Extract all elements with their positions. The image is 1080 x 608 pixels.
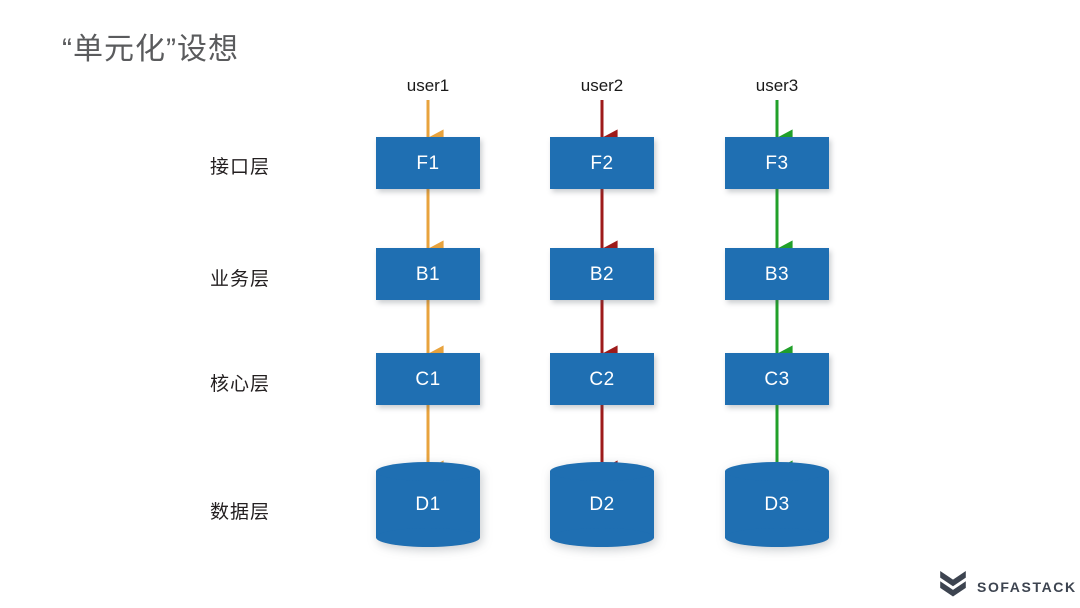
layer-label-core: 核心层 [209,374,270,395]
sofastack-chevron-icon [938,568,968,605]
node-label: F1 [416,152,440,174]
user-label-user3: user3 [755,76,799,95]
node-f3: F3 [725,137,829,189]
node-label: D3 [764,493,790,515]
cylinder-bottom-ellipse [725,528,829,547]
node-label: B1 [415,263,441,285]
cylinder-body [550,471,654,538]
user-label-user2: user2 [580,76,624,95]
cylinder-top-ellipse [725,462,829,481]
node-label: C3 [764,368,790,390]
cylinder-bottom-ellipse [550,528,654,547]
node-label: D2 [589,493,615,515]
node-label: F3 [765,152,789,174]
node-b2: B2 [550,248,654,300]
cylinder-body [725,471,829,538]
cylinder-bottom-ellipse [376,528,480,547]
brand-logo-text: SOFASTACK [977,578,1077,595]
node-label: C2 [589,368,615,390]
cylinder-body [376,471,480,538]
node-label: F2 [590,152,614,174]
node-d3: D3 [725,462,829,547]
node-b3: B3 [725,248,829,300]
cylinder-top-ellipse [376,462,480,481]
page-title: “单元化”设想 [62,33,239,66]
node-label: D1 [415,493,441,515]
layer-label-business: 业务层 [209,269,270,290]
node-f2: F2 [550,137,654,189]
node-c3: C3 [725,353,829,405]
node-label: B3 [764,263,790,285]
layer-label-interface: 接口层 [209,157,270,178]
node-c2: C2 [550,353,654,405]
user-label-user1: user1 [406,76,450,95]
cylinder-top-ellipse [550,462,654,481]
node-d2: D2 [550,462,654,547]
layer-label-data: 数据层 [209,502,270,523]
node-label: C1 [415,368,441,390]
node-c1: C1 [376,353,480,405]
node-b1: B1 [376,248,480,300]
node-d1: D1 [376,462,480,547]
brand-logo: SOFASTACK [938,568,1077,605]
node-label: B2 [589,263,615,285]
node-f1: F1 [376,137,480,189]
